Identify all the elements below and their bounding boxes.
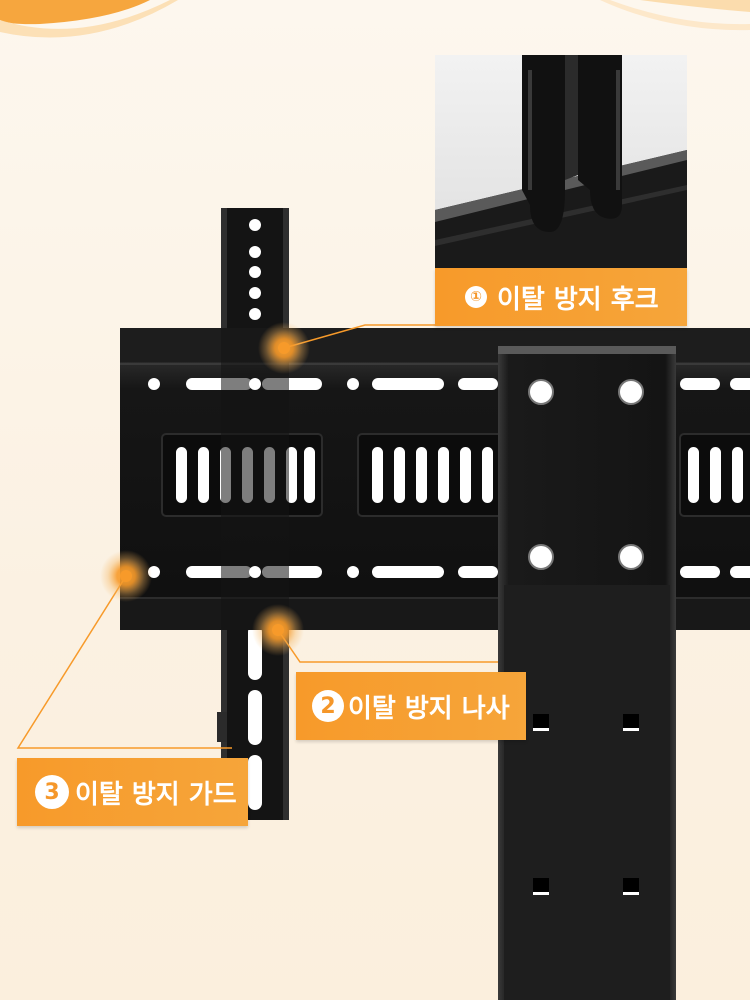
callout-label-hook: 이탈 방지 후크 [497,284,659,315]
callout-number-1: ① [465,286,487,308]
callout-anti-detach-screw: 2 이탈 방지 나사 [296,672,526,740]
callout-label-screw: 이탈 방지 나사 [348,693,510,724]
callout-anti-detach-guard: 3 이탈 방지 가드 [17,758,248,826]
callout-label-guard: 이탈 방지 가드 [75,779,237,810]
callout-number-3: 3 [35,775,69,809]
callout-number-2: 2 [312,690,344,722]
stand-post [498,346,676,1000]
top-decoration [0,0,750,38]
callout-anti-detach-hook: ① 이탈 방지 후크 [435,268,687,326]
highlight-markers [100,322,310,656]
